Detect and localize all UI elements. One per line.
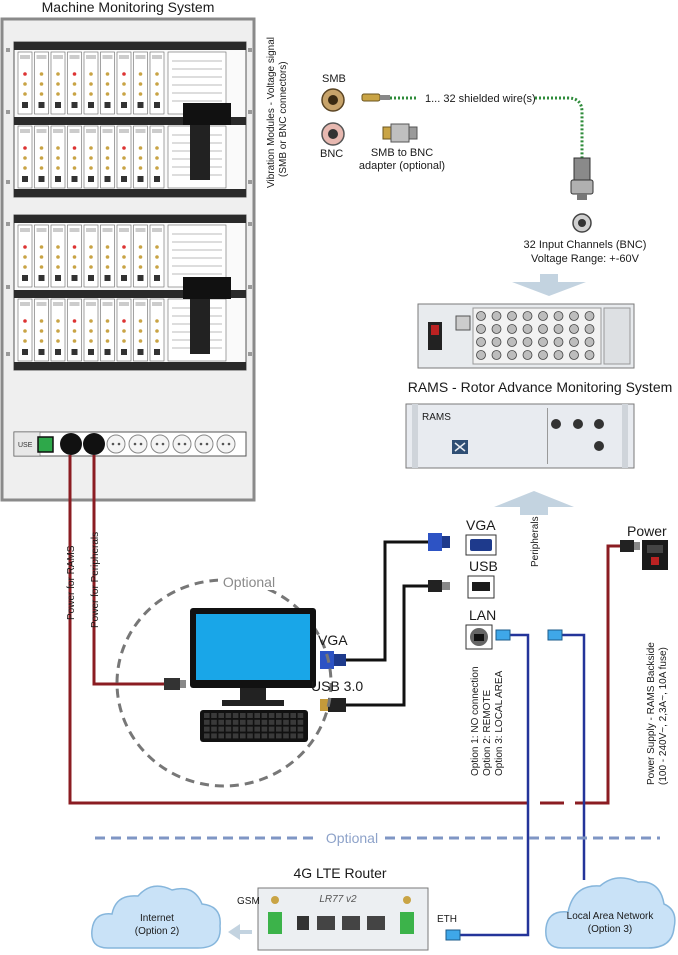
lan-cable-router	[460, 633, 530, 937]
optional-pc-boundary	[115, 578, 333, 788]
power-label: Power	[627, 523, 667, 539]
router-icon: LR77 v2	[257, 887, 429, 951]
bnc-input-icon	[572, 213, 592, 233]
lan-cloud-label-2: (Option 3)	[588, 924, 632, 935]
vga-monitor-plug-icon	[320, 651, 346, 669]
usb30-label: USB 3.0	[311, 678, 363, 694]
internet-label-2: (Option 2)	[135, 926, 179, 937]
bnc-input-grid	[476, 311, 595, 360]
adapter-label-1: SMB to BNC	[371, 147, 433, 159]
optional-divider-label: Optional	[326, 830, 378, 846]
gsm-label: GSM	[237, 896, 260, 907]
peripherals-label: Peripherals	[530, 516, 541, 567]
internet-cloud-icon: Internet (Option 2)	[91, 885, 221, 949]
input-channels-label: 32 Input Channels (BNC)	[524, 239, 647, 251]
plug-rams-icon	[60, 433, 82, 455]
power-cable-rams	[68, 455, 528, 805]
power-strip-badge: USE	[18, 442, 33, 449]
usb-port-label: USB	[469, 558, 498, 574]
usb-port-icon	[467, 575, 495, 599]
flow-arrow-down	[512, 274, 586, 296]
power-socket-icon	[642, 540, 668, 570]
router-model: LR77 v2	[319, 894, 357, 905]
smb-connector-icon	[321, 88, 345, 112]
rj45-plug-icon	[445, 629, 563, 941]
power-rams-label: Power for RAMS	[66, 545, 77, 620]
power-switch-icon	[37, 436, 54, 453]
lan-cloud-label-1: Local Area Network	[567, 911, 655, 922]
bnc-connector-icon	[321, 122, 345, 146]
option-3-label: Option 3: LOCAL AREA	[494, 670, 505, 776]
vga-plug-icon	[428, 533, 450, 551]
keyboard-icon	[200, 710, 308, 742]
flow-arrow-up	[494, 491, 574, 515]
shielded-wire	[535, 96, 584, 160]
smb-cable-plug-icon	[361, 93, 390, 102]
plug-peripherals-icon	[83, 433, 105, 455]
power-peripherals-label: Power for Peripherals	[90, 532, 101, 628]
lan-cable-network	[548, 633, 586, 880]
pc-power-plug-icon	[164, 678, 186, 690]
option-1-label: Option 1: NO connection	[470, 666, 481, 776]
power-cable-peripherals	[92, 455, 164, 686]
option-2-label: Option 2: REMOTE	[482, 690, 493, 776]
optional-pc-label: Optional	[223, 574, 275, 590]
power-supply-label-1: Power Supply - RAMS Backside	[646, 642, 657, 785]
usb-cable	[346, 584, 428, 707]
rams-title: RAMS - Rotor Advance Monitoring System	[408, 379, 673, 395]
shielded-wire-label: 1... 32 shielded wire(s)	[425, 93, 536, 105]
local-network-cloud-icon: Local Area Network (Option 3)	[545, 877, 676, 949]
vga-port-icon	[465, 534, 497, 556]
rams-logo-icon	[452, 440, 468, 454]
power-sockets	[106, 434, 236, 454]
bnc-label: BNC	[320, 148, 343, 160]
router-title: 4G LTE Router	[293, 865, 386, 881]
eth-label: ETH	[437, 914, 457, 925]
usb-pc-plug-icon	[320, 698, 346, 712]
adapter-label-2: adapter (optional)	[359, 160, 445, 172]
mms-title: Machine Monitoring System	[42, 0, 215, 15]
power-supply-label-2: (100 - 240V~, 2,3A~, 10A fuse)	[658, 647, 669, 785]
monitor-icon	[190, 608, 316, 706]
vibration-caption-2: (SMB or BNC connectors)	[278, 61, 289, 177]
rams-front: RAMS	[405, 403, 635, 469]
rams-badge: RAMS	[422, 412, 451, 423]
power-plug-icon	[620, 540, 640, 552]
internet-label-1: Internet	[140, 913, 174, 924]
gsm-arrow	[228, 924, 252, 940]
vga-monitor-label: VGA	[318, 632, 348, 648]
lan-port-icon	[465, 624, 493, 650]
machine-rack: USE	[0, 17, 256, 502]
smb-bnc-adapter-icon	[382, 123, 418, 143]
vga-port-label: VGA	[466, 517, 496, 533]
bnc-cable-plug-icon	[570, 157, 594, 200]
usb-plug-icon	[428, 580, 450, 592]
vibration-caption-1: Vibration Modules - Voltage signal	[266, 37, 277, 188]
smb-label: SMB	[322, 73, 346, 85]
rams-backside	[417, 303, 635, 369]
vga-cable	[346, 540, 428, 662]
voltage-range-label: Voltage Range: +-60V	[531, 253, 640, 265]
lan-port-label: LAN	[469, 607, 496, 623]
